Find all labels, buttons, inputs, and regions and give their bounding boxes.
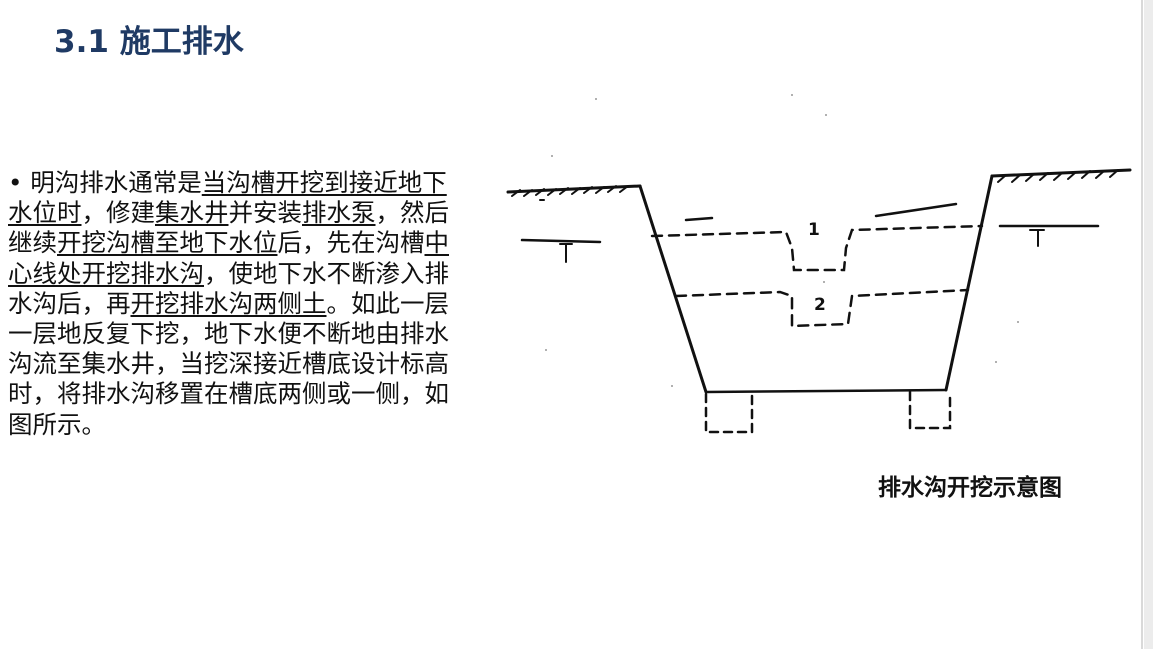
underlined-phrase: 中心线处开挖排水沟 — [8, 228, 449, 288]
side-drain-right — [908, 390, 952, 430]
text-segment: ，修建 — [81, 198, 156, 228]
trench-bottom — [704, 388, 948, 394]
excavation-level-1 — [650, 224, 984, 272]
figure-label-2: 2 — [814, 295, 826, 315]
trench-wall-right — [944, 174, 994, 392]
underlined-phrase: 排水泵 — [302, 198, 376, 228]
slide-title: 3.1 施工排水 — [54, 24, 244, 60]
trench-drainage-diagram: 1 2 — [506, 94, 1132, 434]
text-segment: ，然后继续 — [8, 198, 449, 258]
text-segment: ，使地下水不断渗入排水沟后，再 — [8, 258, 449, 318]
text-segment: 明沟排水通常是 — [22, 168, 202, 197]
trench-wall-left — [638, 184, 708, 394]
excavation-level-2 — [674, 288, 970, 328]
text-segment: 并安装 — [228, 198, 303, 228]
bullet-marker: • — [8, 168, 23, 197]
underlined-phrase: 当沟槽开挖到接近地下水位时 — [8, 168, 447, 228]
text-segment: 后，先在沟槽 — [277, 228, 425, 258]
figure-caption: 排水沟开挖示意图 — [878, 475, 1062, 501]
underlined-phrase: 开挖排水沟两侧土 — [130, 288, 327, 318]
paragraph-text: 明沟排水通常是当沟槽开挖到接近地下水位时，修建集水井并安装排水泵，然后继续开挖沟… — [8, 168, 449, 439]
side-drain-left — [704, 392, 754, 434]
water-table-left — [520, 238, 602, 244]
ground-hatch-left — [511, 185, 629, 197]
figure-label-1: 1 — [808, 220, 820, 240]
body-paragraph: • 明沟排水通常是当沟槽开挖到接近地下水位时，修建集水井并安装排水泵，然后继续开… — [8, 168, 470, 440]
window-edge — [1144, 0, 1153, 649]
ground-hatch-right — [997, 169, 1119, 183]
text-segment: 。如此一层一层地反复下挖，地下水便不断地由排水沟流至集水井，当挖深接近槽底设计标… — [8, 288, 449, 439]
underlined-phrase: 集水井 — [155, 198, 229, 228]
underlined-phrase: 开挖沟槽至地下水位 — [57, 228, 278, 258]
